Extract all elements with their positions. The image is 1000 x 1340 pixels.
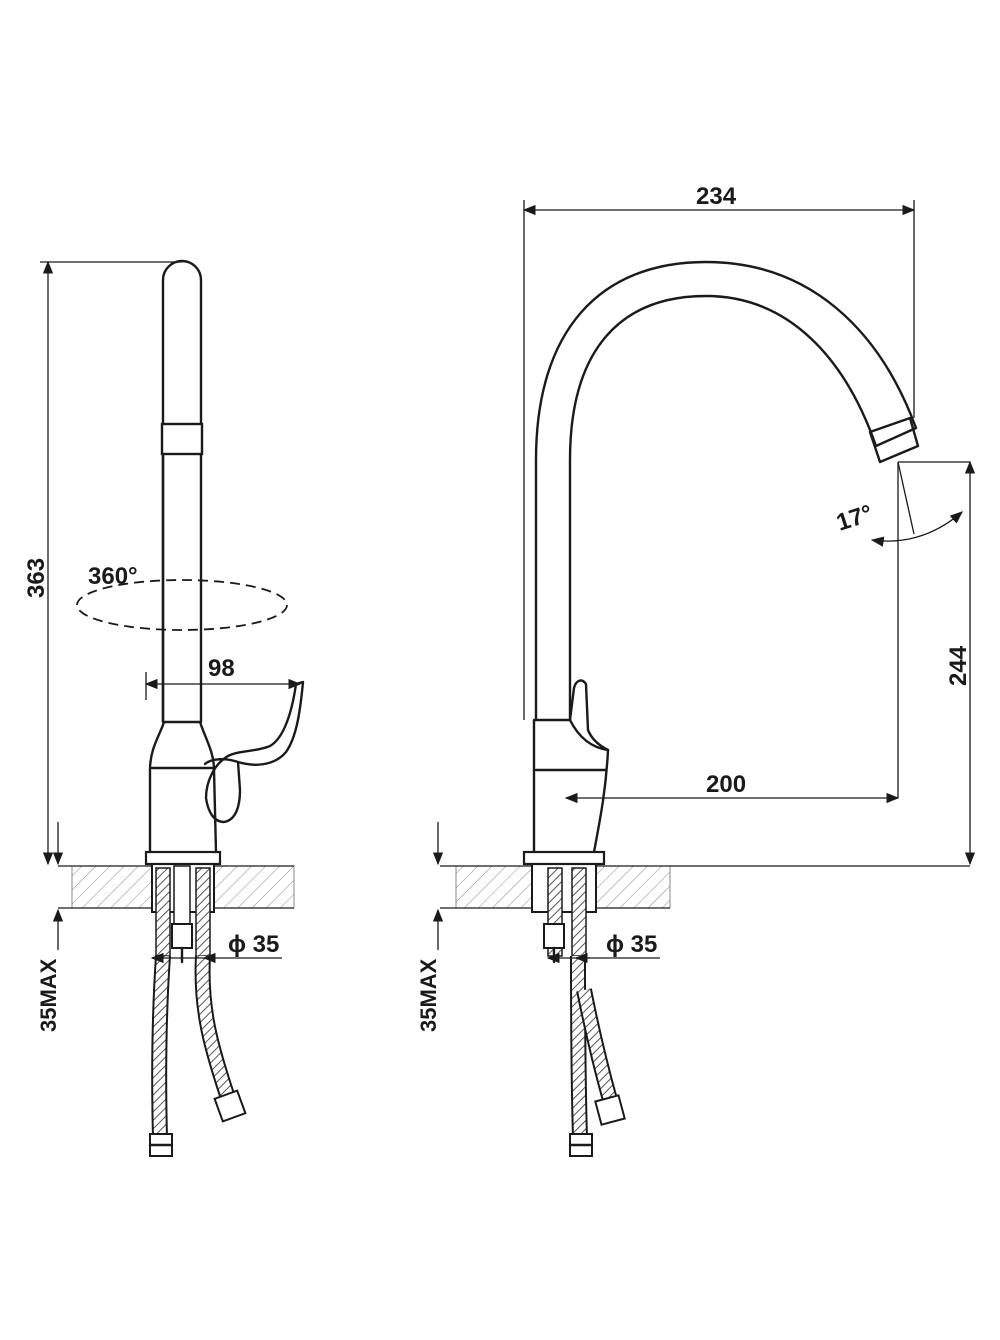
rotation-label: 360° <box>88 563 138 590</box>
faucet-body-right <box>532 718 610 854</box>
aerator-right <box>868 416 920 464</box>
supply-hoses-right <box>568 955 626 1157</box>
handle-reach-label: 98 <box>208 655 235 682</box>
dimension-hole-right: ϕ 35 <box>546 931 660 964</box>
height-total-label: 363 <box>23 558 50 598</box>
spout-angle-label: 17° <box>833 500 876 537</box>
aerator-left <box>160 422 204 456</box>
deck-thickness-left-label: 35MAX <box>36 958 61 1032</box>
dimension-hole-left: ϕ 35 <box>150 931 282 964</box>
spout-gooseneck-right <box>534 260 918 722</box>
deck-thickness-right-label: 35MAX <box>416 958 441 1032</box>
side-view: 360° 363 98 ϕ 35 35MAX <box>23 259 305 1157</box>
supply-hoses-left <box>148 955 247 1157</box>
front-view: 17° 234 244 200 ϕ 35 <box>416 183 976 1157</box>
mounting-shank-left <box>151 861 215 964</box>
mounting-shank-right <box>531 861 597 964</box>
spout-reach-label: 200 <box>706 771 746 798</box>
dimension-handle-reach: 98 <box>144 655 302 700</box>
dimension-spout-reach: 200 <box>564 540 900 804</box>
spout-height-label: 244 <box>945 645 972 686</box>
spout-tube-left <box>161 259 203 724</box>
spout-width-label: 234 <box>696 183 737 210</box>
faucet-body-left <box>148 720 218 854</box>
dimension-height-total: 363 <box>23 260 182 866</box>
dimension-deck-left: 35MAX <box>36 822 64 1032</box>
handle-left[interactable] <box>203 680 305 824</box>
dimension-spout-width: 234 <box>522 183 916 720</box>
dimension-deck-right: 35MAX <box>416 822 444 1032</box>
handle-right[interactable] <box>568 679 610 752</box>
base-plate-right <box>522 850 606 866</box>
dimension-spout-height: 244 <box>945 460 976 866</box>
base-plate-left <box>144 850 222 866</box>
dimension-spout-angle: 17° <box>833 461 970 547</box>
rotation-ellipse <box>76 579 288 631</box>
hole-diameter-right-label: ϕ 35 <box>606 931 657 958</box>
hole-diameter-left-label: ϕ 35 <box>228 931 279 958</box>
